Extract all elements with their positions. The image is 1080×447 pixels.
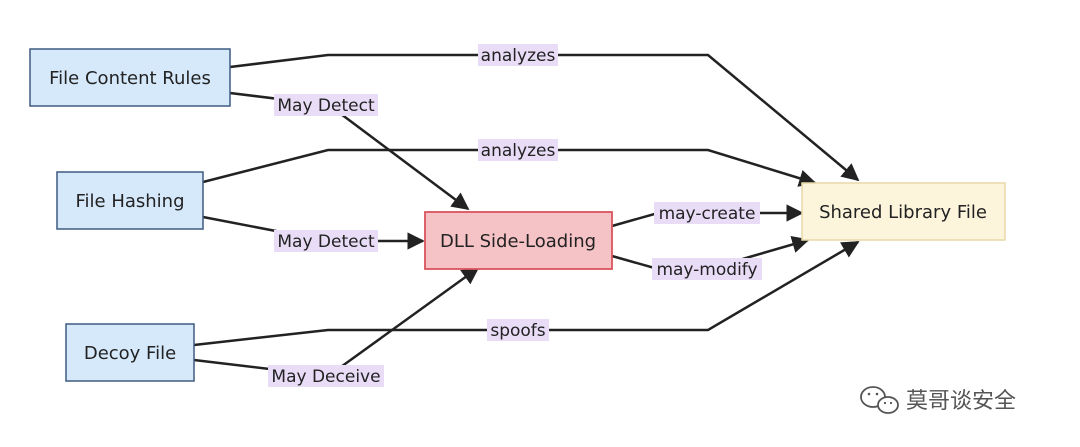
edge-label-text: may-modify — [656, 260, 757, 280]
node-file-hashing[interactable]: File Hashing — [56, 171, 204, 230]
edge-label-text: May Detect — [277, 232, 375, 252]
node-label: File Hashing — [75, 191, 184, 212]
node-label: Decoy File — [84, 343, 176, 364]
edge-label-text: May Detect — [277, 96, 375, 116]
edge-label-df-may-deceive: May Deceive — [268, 365, 384, 387]
wechat-icon — [860, 386, 899, 414]
edge-label-text: May Deceive — [271, 367, 380, 387]
edge-label-fcr-analyzes: analyzes — [478, 44, 558, 66]
node-label: File Content Rules — [49, 68, 211, 89]
edge-label-fcr-may-detect: May Detect — [274, 94, 378, 116]
edge-label-df-spoofs: spoofs — [487, 319, 549, 341]
node-label: Shared Library File — [819, 202, 987, 223]
watermark-text: 莫哥谈安全 — [906, 389, 1016, 414]
nodes: File Content Rules File Hashing Decoy Fi… — [29, 48, 1006, 382]
node-file-content-rules[interactable]: File Content Rules — [29, 48, 231, 107]
edge-label-text: analyzes — [481, 141, 556, 161]
node-shared-library-file[interactable]: Shared Library File — [801, 182, 1006, 241]
edge-label-dll-may-modify: may-modify — [652, 258, 762, 280]
node-decoy-file[interactable]: Decoy File — [65, 323, 195, 382]
edge-label-fh-analyzes: analyzes — [478, 139, 558, 161]
edge-labels: analyzes May Detect analyzes May Detect … — [268, 44, 762, 387]
watermark: 莫哥谈安全 — [860, 386, 1016, 414]
edge-label-text: spoofs — [490, 321, 545, 341]
edge-label-fh-may-detect: May Detect — [274, 230, 378, 252]
edge-fcr-analyzes-shared — [229, 53, 860, 182]
edge-label-text: analyzes — [481, 46, 556, 66]
edge-df-deceive-dll — [193, 266, 480, 378]
node-label: DLL Side-Loading — [440, 231, 596, 252]
edge-label-dll-may-create: may-create — [654, 202, 760, 224]
edge-label-text: may-create — [659, 204, 756, 224]
node-dll-side-loading[interactable]: DLL Side-Loading — [424, 211, 613, 270]
